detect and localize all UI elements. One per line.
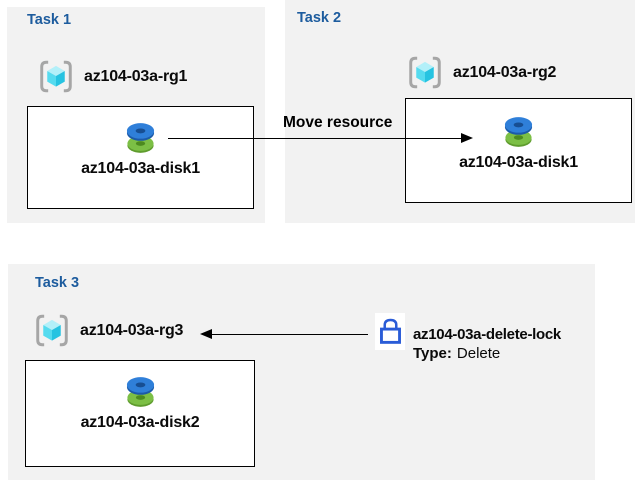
task3-resource-group: az104-03a-rg3 [33, 313, 183, 348]
lock-arrow-head [200, 329, 212, 339]
task2-resource-group: az104-03a-rg2 [406, 55, 556, 90]
resource-name: az104-03a-disk1 [459, 154, 578, 171]
resource-group-icon [37, 59, 75, 94]
resource-name: az104-03a-disk2 [80, 414, 200, 431]
task2-title: Task 2 [297, 10, 342, 26]
task1-resource-box: az104-03a-disk1 [27, 106, 254, 209]
lock-label-group: az104-03a-delete-lock Type:Delete [413, 325, 561, 363]
disk-icon [123, 121, 158, 154]
disk-icon [123, 375, 158, 408]
lock-name: az104-03a-delete-lock [413, 326, 561, 343]
delete-lock [375, 313, 405, 350]
resource-group-name: az104-03a-rg2 [453, 63, 557, 81]
move-arrow-head [461, 133, 473, 143]
task1-panel: Task 1 az104-03a-rg1 [7, 7, 265, 223]
lock-type-label: Type: [413, 345, 452, 362]
disk-icon [501, 115, 536, 148]
task2-panel: Task 2 az104-03a-rg2 [285, 0, 635, 223]
task3-title: Task 3 [35, 275, 80, 291]
task3-resource-box: az104-03a-disk2 [25, 360, 255, 467]
resource-group-icon [33, 313, 71, 348]
task2-resource-box: az104-03a-disk1 [405, 98, 632, 203]
lock-icon [378, 317, 403, 346]
resource-group-name: az104-03a-rg3 [80, 321, 184, 339]
resource-group-icon [406, 55, 444, 90]
task1-resource-group: az104-03a-rg1 [37, 59, 187, 94]
move-resource-label: Move resource [283, 114, 393, 131]
lock-type-value: Delete [456, 345, 501, 362]
task1-title: Task 1 [27, 12, 72, 28]
lock-type-row: Type:Delete [413, 344, 561, 363]
lock-arrow-line [211, 334, 368, 335]
move-arrow-line [168, 138, 462, 139]
resource-group-name: az104-03a-rg1 [84, 67, 188, 85]
resource-name: az104-03a-disk1 [81, 160, 200, 177]
task3-panel: Task 3 az104-03a-rg3 [8, 264, 595, 480]
